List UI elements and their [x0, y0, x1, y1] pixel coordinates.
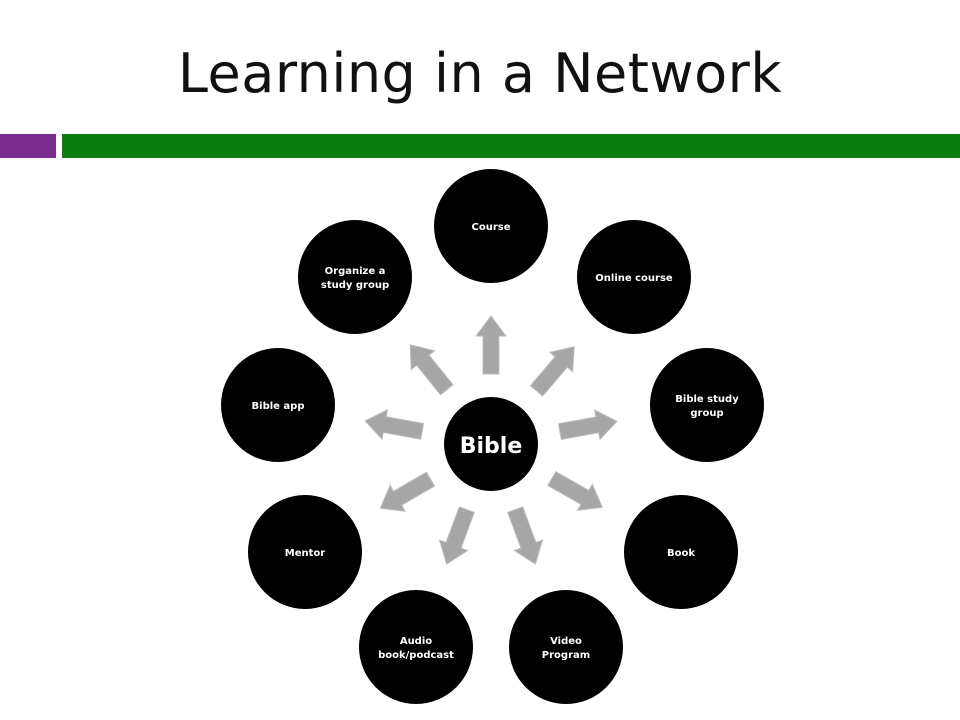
- node-circle: [298, 220, 412, 334]
- node-label: Bible app: [252, 401, 305, 412]
- arrow: [529, 346, 575, 397]
- network-node: Mentor: [248, 495, 362, 609]
- center-node: Bible: [444, 397, 538, 491]
- arrow: [475, 315, 507, 375]
- arrow: [379, 471, 436, 512]
- arrow: [438, 506, 475, 565]
- node-label: Book: [667, 548, 695, 559]
- node-label: Course: [472, 222, 511, 233]
- arrow: [507, 506, 544, 565]
- node-circle: [577, 220, 691, 334]
- node-circle: [624, 495, 738, 609]
- arrow: [547, 470, 604, 512]
- arrow: [409, 344, 454, 396]
- node-label: Mentor: [285, 548, 326, 559]
- node-circle: [248, 495, 362, 609]
- node-circle: [434, 169, 548, 283]
- arrow: [557, 409, 618, 441]
- accent-bar-purple: [0, 134, 56, 158]
- node-label: Online course: [595, 273, 673, 284]
- node-circle: [221, 348, 335, 462]
- network-node: Course: [434, 169, 548, 283]
- slide-title: Learning in a Network: [177, 42, 783, 105]
- network-node: Book: [624, 495, 738, 609]
- network-node: Online course: [577, 220, 691, 334]
- node-circle: [650, 348, 764, 462]
- node-circle: [359, 590, 473, 704]
- accent-bar-green: [62, 134, 960, 158]
- arrow: [364, 408, 425, 441]
- arrows-layer: [364, 315, 618, 565]
- network-node: Bible app: [221, 348, 335, 462]
- node-circle: [509, 590, 623, 704]
- center-node-label: Bible: [460, 434, 523, 459]
